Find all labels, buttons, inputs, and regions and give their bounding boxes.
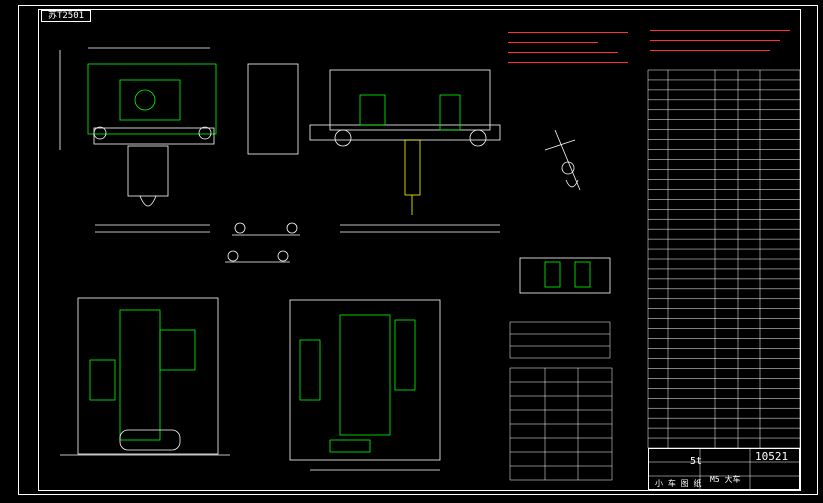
parameter-table: [509, 321, 611, 359]
mechanism-detail: [519, 257, 611, 294]
parts-list-table: [647, 69, 801, 449]
title-block-code: 10521: [755, 450, 789, 463]
title-block-name: 小 车 图 纸: [655, 479, 702, 488]
bottom-data-table: [509, 367, 613, 481]
hoist-front-view: [59, 47, 217, 233]
title-block-grid: [648, 448, 800, 490]
trolley-plan-view-left: [60, 297, 230, 456]
drawing-inner-frame: [38, 9, 801, 491]
rail-detail: [225, 222, 300, 263]
hoist-side-view: [247, 63, 501, 233]
title-block-weight: 5t: [690, 456, 703, 467]
hook-detail: [544, 129, 581, 191]
drawing-number-tag: 苏T2501: [41, 10, 91, 22]
trolley-plan-view-right: [289, 299, 441, 471]
technical-notes-red: [508, 30, 790, 63]
drawing-outer-frame: [18, 5, 818, 495]
title-block-scale: M5 大车: [710, 475, 741, 484]
title-block: [648, 448, 800, 490]
